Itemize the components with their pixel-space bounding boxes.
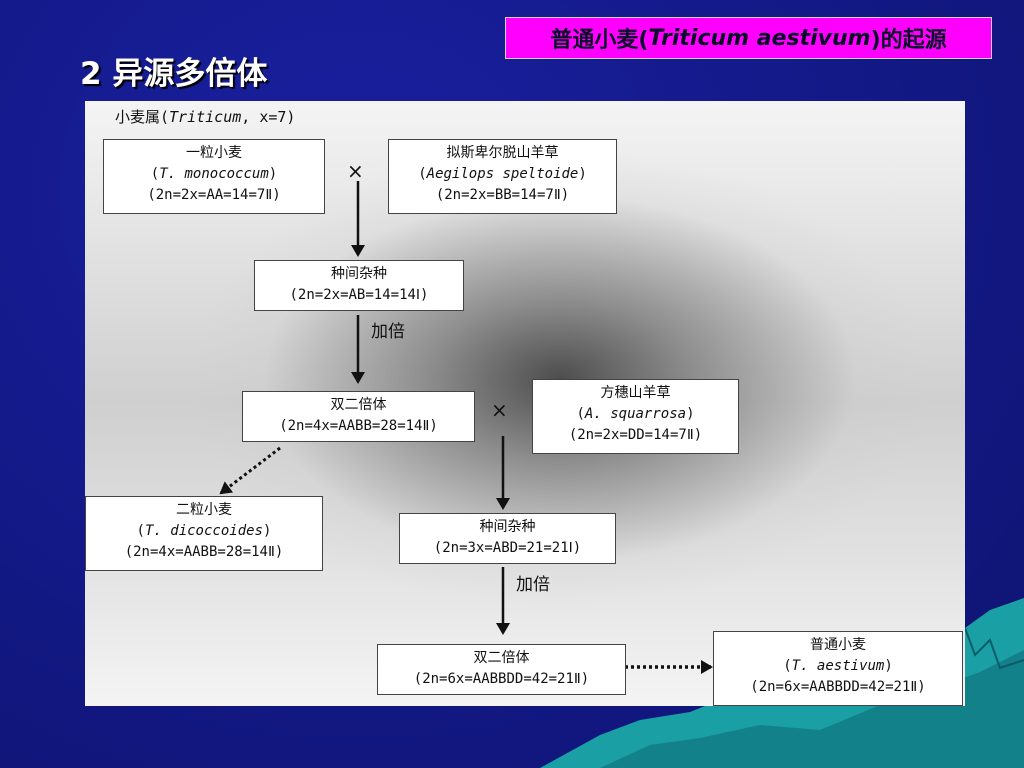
hybrid-ab-formula: (2n=2x=AB=14=14Ⅰ) bbox=[289, 287, 429, 303]
panel-title-suffix: , x=7) bbox=[241, 108, 296, 126]
common-wheat-latin-open: ( bbox=[783, 658, 792, 674]
box-aegilops-speltoides: 拟斯卑尔脱山羊草 (Aegilops speltoide) (2n=2x=BB=… bbox=[388, 139, 617, 214]
common-wheat-name: 普通小麦 bbox=[810, 637, 866, 653]
arrow-aabb-to-emmer bbox=[219, 446, 281, 495]
header-tag-suffix: )的起源 bbox=[870, 28, 947, 53]
speltoides-name: 拟斯卑尔脱山羊草 bbox=[446, 145, 559, 161]
hybrid-abd-formula: (2n=3x=ABD=21=21Ⅰ) bbox=[433, 540, 582, 556]
common-wheat-latin-line: (T. aestivum) bbox=[714, 656, 962, 677]
squarrosa-formula: (2n=2x=DD=14=7Ⅱ) bbox=[568, 427, 703, 443]
box-hybrid-abd: 种间杂种 (2n=3x=ABD=21=21Ⅰ) bbox=[399, 513, 616, 564]
panel-title-prefix: 小麦属( bbox=[115, 108, 170, 126]
arrows-layer bbox=[219, 181, 713, 674]
squarrosa-latin: A. squarrosa bbox=[584, 406, 687, 422]
einkorn-formula: (2n=2x=AA=14=7Ⅱ) bbox=[147, 187, 281, 203]
doubling-label-1: 加倍 bbox=[371, 322, 405, 342]
box-hybrid-ab: 种间杂种 (2n=2x=AB=14=14Ⅰ) bbox=[254, 260, 464, 311]
einkorn-latin-close: ) bbox=[268, 166, 278, 182]
common-wheat-latin-close: ) bbox=[884, 658, 893, 674]
cross-symbol-1: × bbox=[347, 159, 364, 183]
box-amphidiploid-aabbdd: 双二倍体 (2n=6x=AABBDD=42=21Ⅱ) bbox=[377, 644, 626, 695]
emmer-latin-line: (T. dicoccoides) bbox=[86, 521, 322, 542]
panel-title: 小麦属(Triticum, x=7) bbox=[115, 106, 295, 127]
hybrid-abd-name: 种间杂种 bbox=[479, 519, 536, 535]
einkorn-latin: T. monococcum bbox=[159, 166, 269, 182]
emmer-latin-open: ( bbox=[136, 523, 145, 539]
header-tag-prefix: 普通小麦( bbox=[550, 28, 649, 53]
einkorn-latin-line: (T. monococcum) bbox=[104, 164, 324, 185]
aabbdd-name: 双二倍体 bbox=[473, 650, 530, 666]
box-aegilops-squarrosa: 方穗山羊草 (A. squarrosa) (2n=2x=DD=14=7Ⅱ) bbox=[532, 379, 739, 454]
speltoides-latin: Aegilops speltoide bbox=[426, 166, 579, 182]
header-tag: 普通小麦(Triticum aestivum)的起源 bbox=[505, 17, 992, 59]
emmer-latin-close: ) bbox=[263, 523, 272, 539]
common-wheat-latin: T. aestivum bbox=[791, 658, 885, 674]
speltoides-latin-close: ) bbox=[578, 166, 587, 182]
squarrosa-latin-line: (A. squarrosa) bbox=[533, 404, 738, 425]
box-einkorn: 一粒小麦 (T. monococcum) (2n=2x=AA=14=7Ⅱ) bbox=[103, 139, 325, 214]
einkorn-name: 一粒小麦 bbox=[186, 145, 242, 161]
aabb-formula: (2n=4x=AABB=28=14Ⅱ) bbox=[279, 418, 438, 434]
squarrosa-latin-close: ) bbox=[686, 406, 695, 422]
speltoides-formula: (2n=2x=BB=14=7Ⅱ) bbox=[435, 187, 570, 203]
cross-symbol-2: × bbox=[491, 398, 508, 422]
speltoides-latin-line: (Aegilops speltoide) bbox=[389, 164, 616, 185]
doubling-label-2: 加倍 bbox=[516, 575, 550, 595]
squarrosa-latin-open: ( bbox=[576, 406, 585, 422]
panel-title-genus: Triticum bbox=[169, 108, 242, 126]
slide-title: 2 异源多倍体 bbox=[80, 56, 268, 92]
emmer-name: 二粒小麦 bbox=[176, 502, 232, 518]
common-wheat-formula: (2n=6x=AABBDD=42=21Ⅱ) bbox=[750, 679, 926, 695]
box-emmer: 二粒小麦 (T. dicoccoides) (2n=4x=AABB=28=14Ⅱ… bbox=[85, 496, 323, 571]
box-common-wheat: 普通小麦 (T. aestivum) (2n=6x=AABBDD=42=21Ⅱ) bbox=[713, 631, 963, 706]
squarrosa-name: 方穗山羊草 bbox=[600, 385, 671, 401]
aabb-name: 双二倍体 bbox=[330, 397, 387, 413]
emmer-formula: (2n=4x=AABB=28=14Ⅱ) bbox=[124, 544, 284, 560]
aabbdd-formula: (2n=6x=AABBDD=42=21Ⅱ) bbox=[413, 671, 590, 687]
einkorn-latin-open: ( bbox=[150, 166, 160, 182]
hybrid-ab-name: 种间杂种 bbox=[331, 266, 387, 282]
speltoides-latin-open: ( bbox=[418, 166, 427, 182]
diagram-panel: 小麦属(Triticum, x=7) 一粒小麦 (T. monococcum) … bbox=[85, 101, 965, 706]
box-amphidiploid-aabb: 双二倍体 (2n=4x=AABB=28=14Ⅱ) bbox=[242, 391, 475, 442]
header-tag-species: Triticum aestivum bbox=[648, 25, 871, 51]
emmer-latin: T. dicoccoides bbox=[144, 523, 263, 539]
